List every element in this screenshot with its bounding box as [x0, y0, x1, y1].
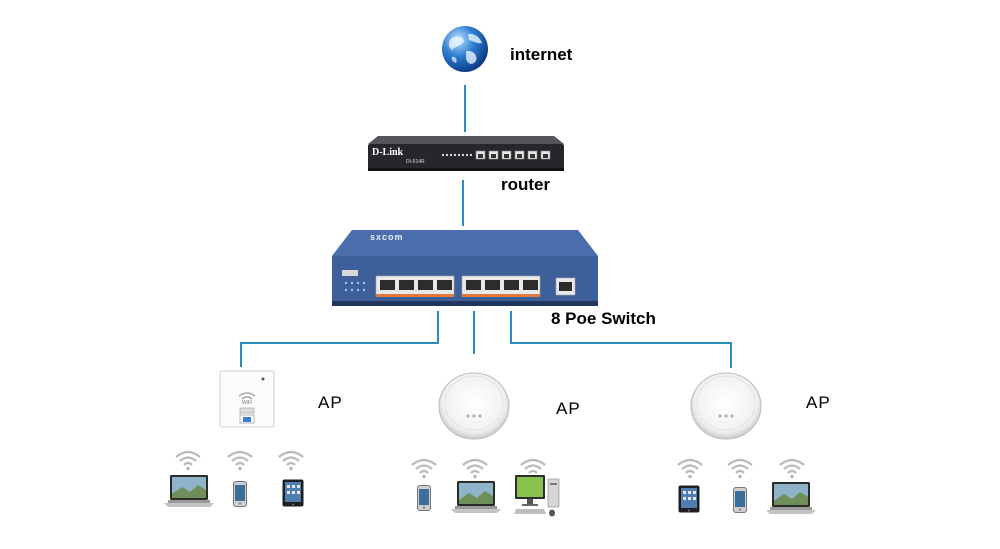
tablet-icon: [678, 485, 700, 513]
internet-label: internet: [510, 45, 573, 64]
poe-switch-device: sxcom: [330, 228, 600, 308]
wifi-signal-icon: [726, 457, 754, 479]
laptop-icon: [164, 474, 214, 508]
globe-icon: [440, 24, 490, 74]
switch-brand: sxcom: [370, 232, 404, 242]
laptop-icon: [451, 480, 501, 514]
wifi-signal-icon: [461, 457, 489, 479]
switch-label: 8 Poe Switch: [551, 309, 656, 328]
wall-plate-ap: WiFi: [219, 370, 275, 428]
ceiling-ap-right: [689, 369, 763, 441]
smartphone-icon: [417, 485, 431, 511]
laptop-icon: [766, 481, 816, 515]
router-model: DI-514R: [406, 159, 425, 165]
smartphone-icon: [233, 481, 247, 507]
ap-right-label: AP: [806, 393, 831, 412]
smartphone-icon: [733, 487, 747, 513]
wifi-signal-icon: [174, 449, 202, 471]
ap-left-label: AP: [318, 393, 343, 412]
wifi-signal-icon: [277, 449, 305, 471]
switch-ap-right-link: [510, 311, 732, 368]
router-brand: D-Link: [372, 147, 404, 158]
svg-text:WiFi: WiFi: [242, 400, 252, 406]
router-device: D-Link DI-514R: [368, 134, 564, 172]
wifi-signal-icon: [410, 457, 438, 479]
wifi-signal-icon: [778, 457, 806, 479]
ceiling-ap-center: [437, 369, 511, 441]
switch-ap-left-link: [240, 311, 439, 367]
wifi-signal-icon: [676, 457, 704, 479]
tablet-icon: [282, 479, 304, 507]
ap-center-label: AP: [556, 399, 581, 418]
router-label: router: [501, 175, 551, 194]
wifi-signal-icon: [226, 449, 254, 471]
desktop-computer-icon: [514, 473, 560, 517]
